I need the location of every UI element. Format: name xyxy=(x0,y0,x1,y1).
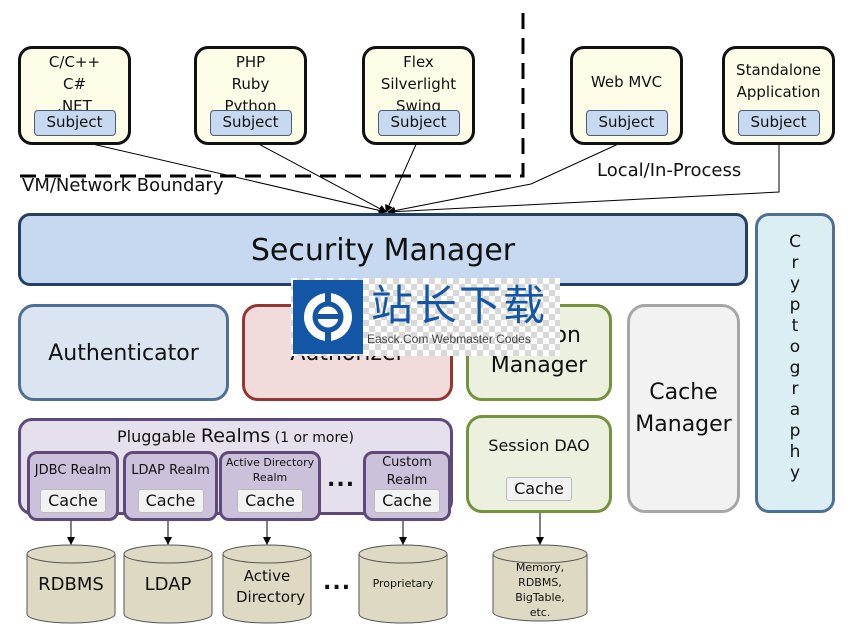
database-cylinder-icon xyxy=(123,544,213,624)
datastore-rdbms: RDBMS xyxy=(26,544,116,624)
session-dao-box: Session DAO Cache xyxy=(466,415,612,513)
cryptography-letter: p xyxy=(789,421,801,441)
client-line: Application xyxy=(736,83,821,101)
realms-title-main: Realms xyxy=(200,425,271,447)
realm-label: JDBC Realm xyxy=(34,463,112,478)
datastore-ldap: LDAP xyxy=(123,544,213,624)
authenticator-box: Authenticator xyxy=(18,304,229,401)
database-cylinder-icon xyxy=(222,544,312,624)
cryptography-letter: g xyxy=(789,358,801,378)
cryptography-letter: C xyxy=(789,232,801,252)
connector-cpp-to-sm xyxy=(74,139,387,215)
connector-php-to-sm xyxy=(250,139,387,213)
client-line: Flex xyxy=(403,53,434,71)
realm-jdbc: JDBC Realm Cache xyxy=(27,451,119,521)
cryptography-letter: p xyxy=(789,295,801,315)
connector-webmvc-to-sm xyxy=(387,139,628,215)
client-box-flex: Flex Silverlight Swing Subject xyxy=(362,46,475,145)
client-box-webmvc: Web MVC Subject xyxy=(570,46,683,145)
subject-badge: Subject xyxy=(377,110,460,136)
cryptography-letter: r xyxy=(791,253,799,273)
database-cylinder-icon xyxy=(26,544,116,624)
local-in-process-label: Local/In-Process xyxy=(597,160,742,181)
database-cylinder-icon xyxy=(492,544,588,622)
session-dao-cache: Cache xyxy=(506,477,572,501)
client-line: Web MVC xyxy=(590,73,663,91)
subject-badge: Subject xyxy=(737,110,820,136)
datastore-label: Active Directory xyxy=(236,567,306,606)
connector-standalone-to-sm xyxy=(387,140,780,216)
realm-label: LDAP Realm xyxy=(131,463,210,478)
subject-badge: Subject xyxy=(33,110,116,136)
realm-label: Custom Realm xyxy=(382,455,432,488)
realms-title-pre: Pluggable xyxy=(116,427,201,446)
realm-ldap: LDAP Realm Cache xyxy=(123,451,218,521)
client-line: C/C++ xyxy=(48,53,101,71)
client-line: PHP xyxy=(235,53,266,71)
cache-manager-line: Cache xyxy=(649,380,718,405)
datastores-ellipsis: ... xyxy=(323,570,352,595)
client-line: Ruby xyxy=(231,75,270,93)
cryptography-letter: t xyxy=(791,316,799,336)
cache-manager-line: Manager xyxy=(635,412,732,437)
connector-flex-to-sm xyxy=(385,139,419,213)
session-dao-label: Session DAO xyxy=(488,436,590,455)
watermark-overlay: 站长下载 Easck.Com Webmaster Codes xyxy=(291,278,560,356)
cryptography-letter: y xyxy=(789,274,801,294)
vm-network-boundary-label: VM/Network Boundary xyxy=(22,175,224,196)
vm-network-boundary-line xyxy=(20,8,525,178)
cryptography-letter: r xyxy=(791,379,799,399)
realm-active-directory: Active Directory Realm Cache xyxy=(219,451,321,521)
client-line: Standalone xyxy=(736,61,821,79)
cryptography-letter: o xyxy=(789,337,801,357)
cryptography-letter: h xyxy=(789,442,801,462)
client-box-standalone: Standalone Application Subject xyxy=(722,46,835,145)
watermark-cn-text: 站长下载 xyxy=(371,281,548,330)
datastore-memory: Memory, RDBMS, BigTable, etc. xyxy=(492,544,588,624)
easck-logo-icon xyxy=(293,280,363,354)
session-manager-line: Manager xyxy=(490,353,588,378)
datastore-label: Proprietary xyxy=(372,577,434,590)
client-box-cpp: C/C++ C# .NET Subject xyxy=(18,46,131,145)
security-manager-box: Security Manager xyxy=(18,213,748,286)
watermark-en-text: Easck.Com Webmaster Codes xyxy=(367,332,531,346)
client-line: C# xyxy=(62,75,87,93)
realm-cache: Cache xyxy=(40,489,106,513)
realm-label: Active Directory Realm xyxy=(225,456,315,484)
pluggable-realms-box: Pluggable Realms (1 or more) JDBC Realm … xyxy=(18,418,453,521)
subject-badge: Subject xyxy=(209,110,292,136)
database-cylinder-icon xyxy=(358,544,448,624)
cryptography-letter: a xyxy=(789,400,801,420)
datastore-label: RDBMS xyxy=(38,574,104,595)
cryptography-letter: y xyxy=(789,463,801,483)
realms-title-suffix: (1 or more) xyxy=(270,430,355,446)
client-line: Silverlight xyxy=(380,75,457,93)
datastore-active-directory: Active Directory xyxy=(222,544,312,624)
subject-badge: Subject xyxy=(585,110,668,136)
cache-manager-box: Cache Manager xyxy=(627,304,740,513)
realm-custom: Custom Realm Cache xyxy=(363,451,451,521)
realm-cache: Cache xyxy=(237,489,303,513)
realm-cache: Cache xyxy=(137,489,204,513)
datastore-label: Memory, RDBMS, BigTable, etc. xyxy=(515,561,565,619)
client-box-php: PHP Ruby Python Subject xyxy=(194,46,307,145)
realm-cache: Cache xyxy=(374,489,440,513)
realms-title: Pluggable Realms (1 or more) xyxy=(21,425,450,447)
realms-ellipsis: ... xyxy=(327,467,356,492)
datastore-label: LDAP xyxy=(144,574,192,595)
datastore-proprietary: Proprietary xyxy=(358,544,448,624)
